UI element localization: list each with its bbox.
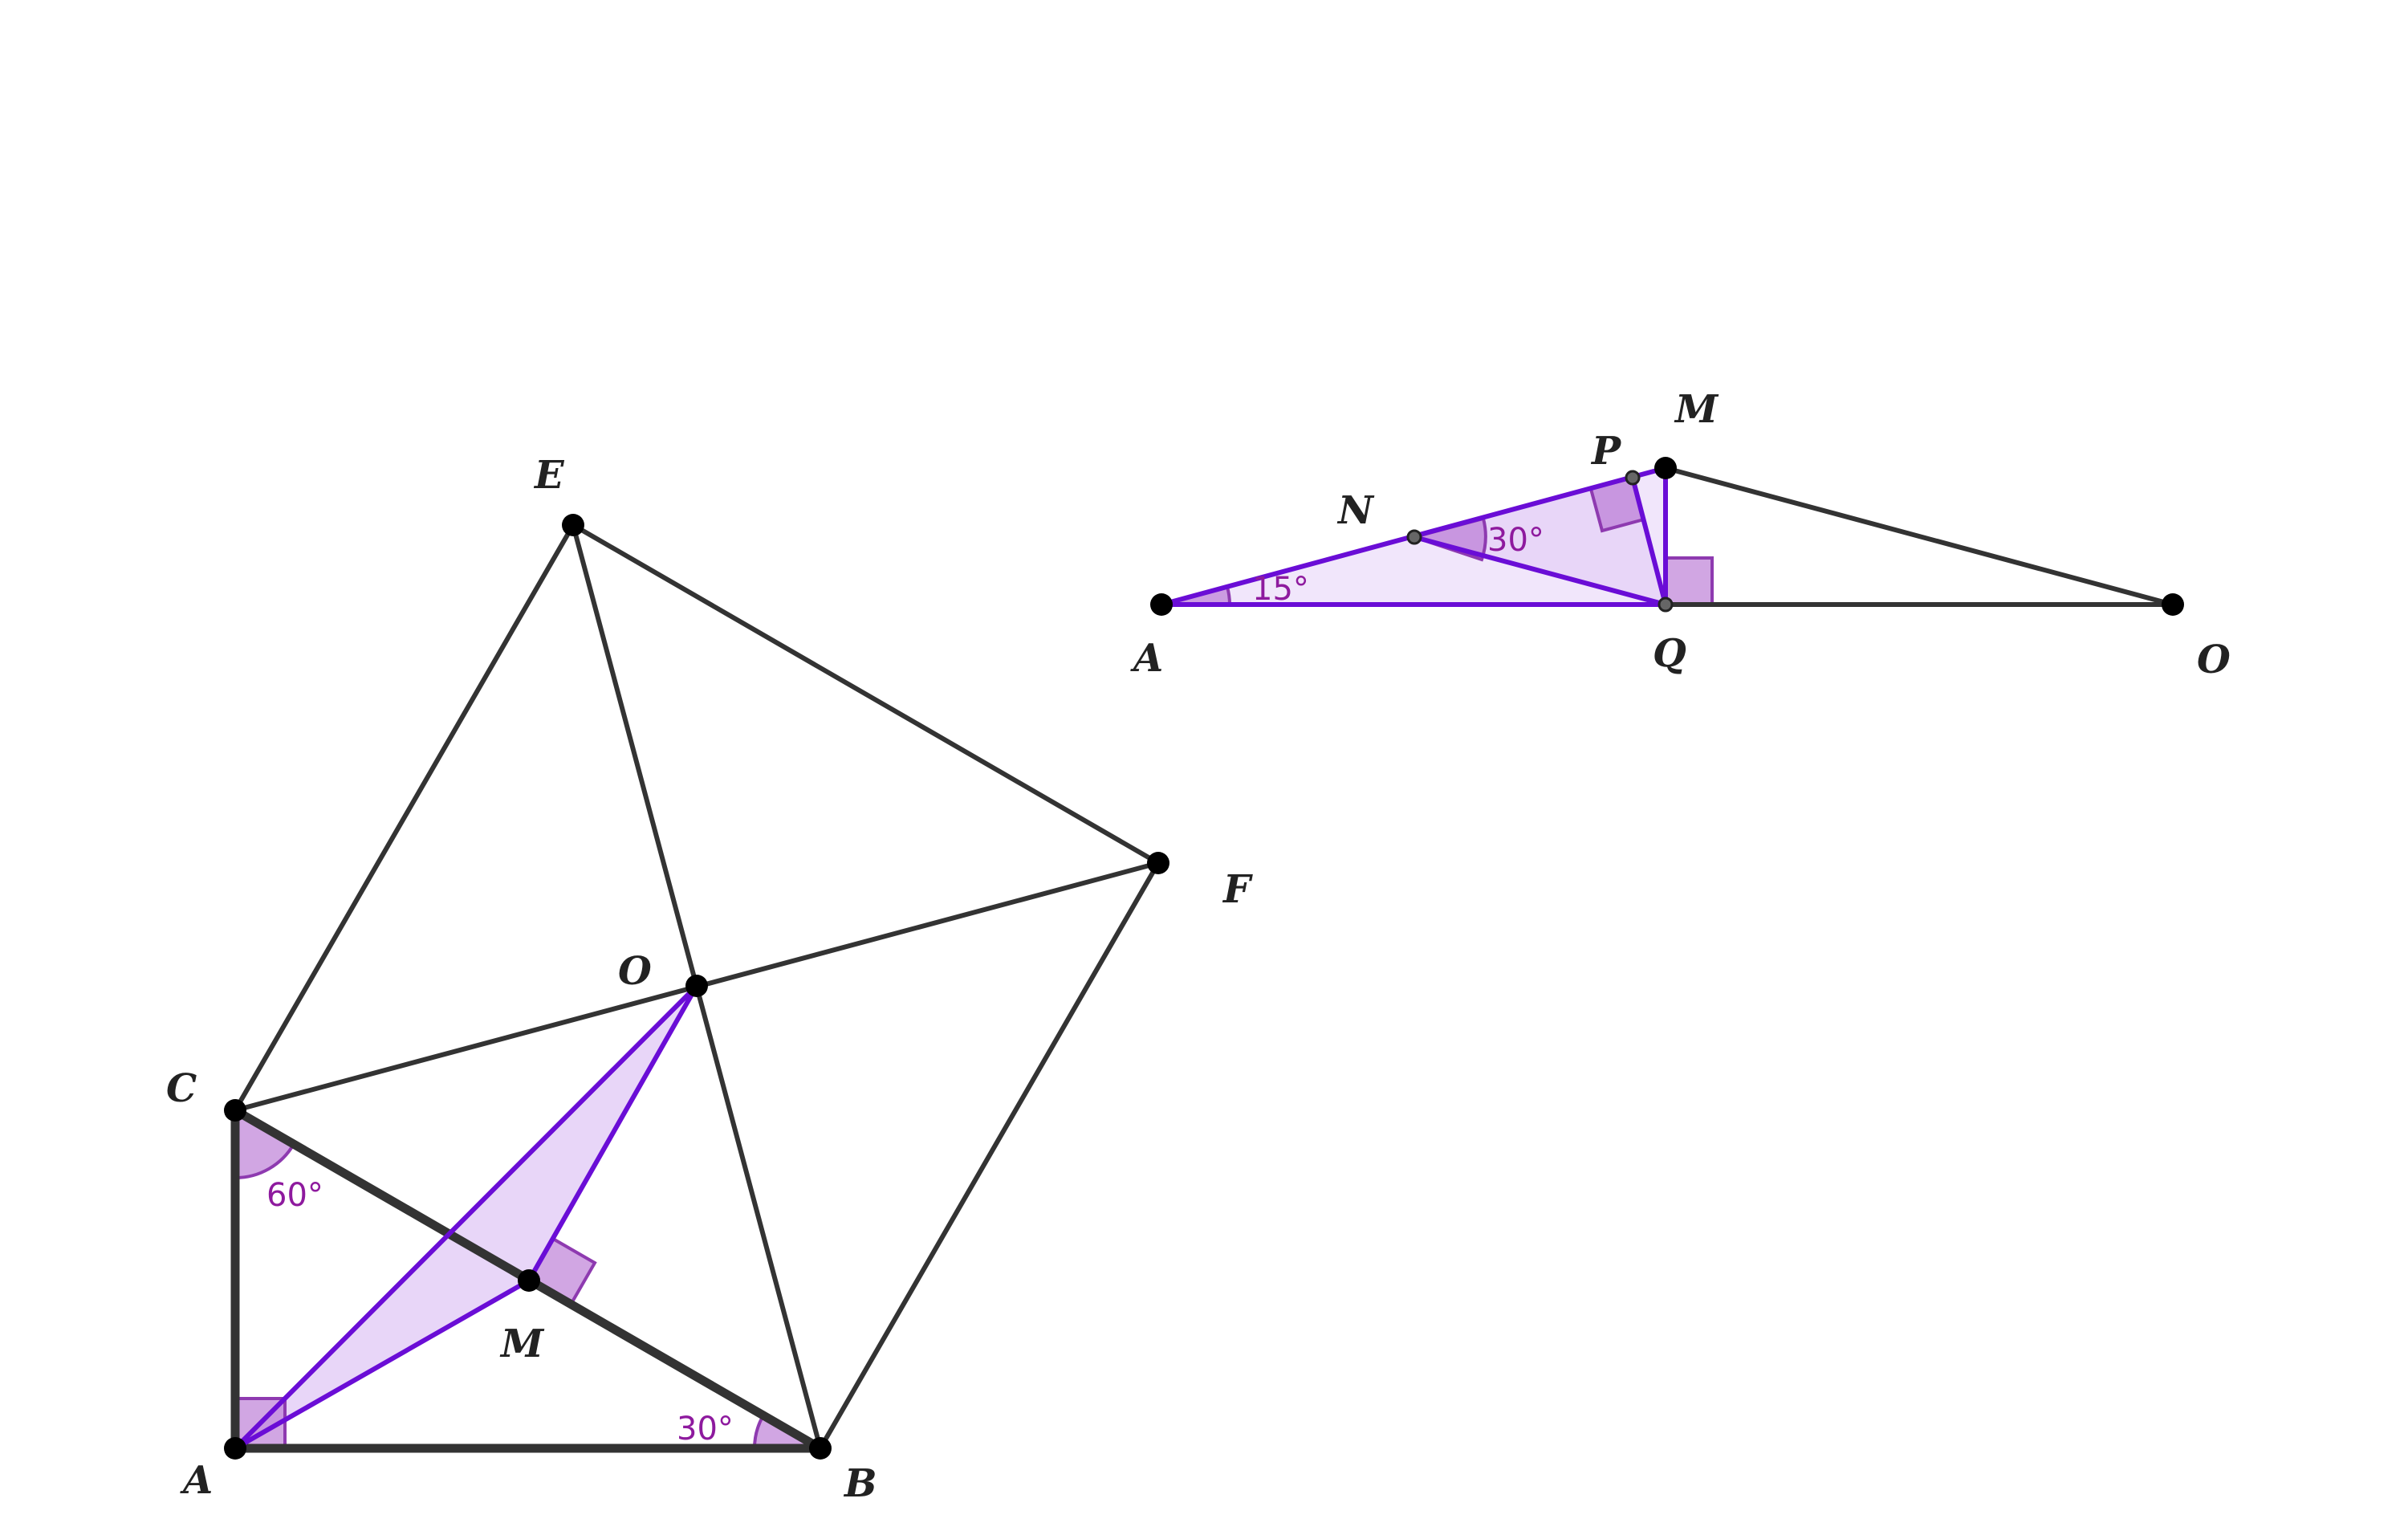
- point-N: [1406, 529, 1422, 545]
- point-Q: [1658, 597, 1674, 613]
- point-B: [809, 1437, 832, 1460]
- label-M: M: [1674, 387, 1719, 432]
- segment-AM: [233, 1278, 531, 1451]
- figure-right: A N P M Q O 15° 30°: [1130, 387, 2231, 682]
- segment-OM: [527, 983, 699, 1283]
- label-O: O: [2197, 637, 2231, 682]
- triangle-AQN-fill: [1161, 537, 1666, 605]
- right-angle-mark-Q: [1664, 556, 1714, 606]
- point-M: [1654, 457, 1677, 479]
- label-N: N: [1336, 488, 1375, 533]
- label-A: A: [180, 1458, 213, 1503]
- point-A: [1150, 593, 1173, 616]
- point-A: [224, 1437, 246, 1460]
- segment-MO: [1663, 466, 2175, 607]
- segment-FB: [818, 861, 1161, 1451]
- angle-label-N: 30°: [1487, 522, 1544, 559]
- segment-CE: [233, 523, 576, 1113]
- point-P: [1625, 470, 1641, 486]
- label-P: P: [1590, 429, 1622, 474]
- segment-EF: [571, 523, 1161, 865]
- point-E: [562, 514, 584, 536]
- point-O: [685, 975, 708, 997]
- figure-left: A B C E F O M 60° 30°: [166, 453, 1253, 1506]
- angle-label-B: 30°: [677, 1411, 734, 1448]
- label-Q: Q: [1653, 631, 1686, 676]
- label-F: F: [1222, 867, 1253, 912]
- point-F: [1147, 852, 1169, 874]
- angle-label-C: 60°: [266, 1177, 323, 1214]
- label-M: M: [499, 1321, 545, 1366]
- label-A: A: [1130, 636, 1163, 681]
- label-E: E: [533, 453, 565, 498]
- label-O: O: [618, 949, 652, 994]
- point-M: [518, 1269, 540, 1292]
- segment-NQ: [1412, 535, 1668, 607]
- angle-label-A: 15°: [1252, 571, 1309, 608]
- point-C: [224, 1099, 246, 1122]
- segment-AO: [233, 983, 699, 1451]
- segment-PQ: [1630, 475, 1668, 607]
- label-B: B: [843, 1461, 877, 1506]
- label-C: C: [166, 1066, 197, 1111]
- point-O: [2162, 593, 2184, 616]
